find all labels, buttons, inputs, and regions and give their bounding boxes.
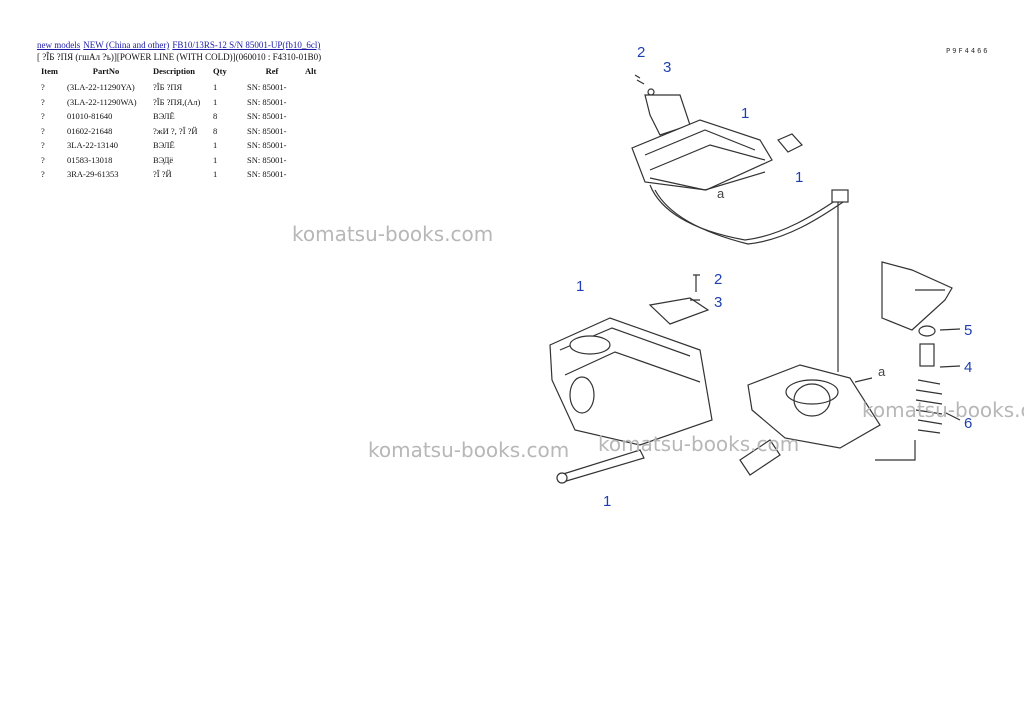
lower-right-housing: a bbox=[747, 364, 886, 449]
cell-ref: SN: 85001- bbox=[247, 154, 287, 165]
callout-2-lower: 2 bbox=[714, 271, 722, 288]
cell-item: ? bbox=[41, 140, 45, 151]
table-row: ? (3LA-22-11290WA) ?ÎБ ?ПЯ,(Ал) 1 SN: 85001- bbox=[37, 95, 320, 110]
cell-qty: 8 bbox=[213, 111, 218, 122]
cell-qty: 1 bbox=[213, 96, 218, 107]
cell-ref: SN: 85001- bbox=[247, 140, 287, 151]
upper-bracket-assembly: a bbox=[631, 74, 849, 372]
table-header-row: Item PartNo Description Qty Ref Alt bbox=[37, 66, 320, 80]
table-row: ? 01010-81640 ВЭЛЁ 8 SN: 85001- bbox=[37, 109, 320, 124]
breadcrumb-link-new-models[interactable]: new models bbox=[37, 40, 81, 50]
cell-item: ? bbox=[41, 125, 45, 136]
callout-3-upper: 3 bbox=[663, 59, 671, 76]
breadcrumb-link-model[interactable]: FB10/13RS-12 S/N 85001-UP(fb10_6cl) bbox=[172, 40, 321, 50]
col-header-item: Item bbox=[41, 66, 58, 76]
cell-item: ? bbox=[41, 154, 45, 165]
callout-6: 6 bbox=[964, 415, 972, 432]
watermark-1: komatsu-books.com bbox=[292, 222, 494, 246]
col-header-description: Description bbox=[153, 66, 196, 76]
cell-ref: SN: 85001- bbox=[247, 169, 287, 180]
watermark-3: komatsu-books.com bbox=[598, 432, 800, 456]
callout-2-upper: 2 bbox=[637, 44, 645, 61]
callout-1-upper-b: 1 bbox=[795, 169, 803, 186]
watermark-2: komatsu-books.com bbox=[368, 438, 570, 462]
cell-item: ? bbox=[41, 82, 45, 93]
cell-description: ВЭДё bbox=[153, 154, 174, 165]
cell-description: ?ÎБ ?ПЯ bbox=[153, 82, 183, 93]
lower-left-assembly bbox=[549, 274, 781, 484]
col-header-qty: Qty bbox=[213, 66, 227, 76]
callout-1-upper-a: 1 bbox=[741, 105, 749, 122]
cell-partno: 01602-21648 bbox=[67, 125, 113, 136]
cell-description: ?ÎБ ?ПЯ,(Ал) bbox=[153, 96, 201, 107]
table-row: ? (3LA-22-11290YA) ?ÎБ ?ПЯ 1 SN: 85001- bbox=[37, 80, 320, 95]
cell-partno: 01010-81640 bbox=[67, 111, 113, 122]
cell-ref: SN: 85001- bbox=[247, 111, 287, 122]
cell-partno: 01583-13018 bbox=[67, 154, 113, 165]
cell-partno: (3LA-22-11290YA) bbox=[67, 82, 135, 93]
cell-qty: 1 bbox=[213, 140, 218, 151]
table-row: ? 3LA-22-13140 ВЭЛЁ 1 SN: 85001- bbox=[37, 138, 320, 153]
cell-item: ? bbox=[41, 96, 45, 107]
callout-5: 5 bbox=[964, 322, 972, 339]
callout-3-lower: 3 bbox=[714, 294, 722, 311]
callout-a-upper: a bbox=[717, 186, 725, 201]
right-parts bbox=[875, 261, 961, 461]
table-row: ? 3RA-29-61353 ?Î ?Й 1 SN: 85001- bbox=[37, 167, 320, 182]
table-row: ? 01583-13018 ВЭДё 1 SN: 85001- bbox=[37, 153, 320, 168]
col-header-ref: Ref bbox=[265, 66, 279, 76]
cell-description: ВЭЛЁ bbox=[153, 111, 175, 122]
cell-partno: 3RA-29-61353 bbox=[67, 169, 119, 180]
callout-1-lower-a: 1 bbox=[576, 278, 584, 295]
breadcrumb-link-new-china[interactable]: NEW (China and other) bbox=[83, 40, 170, 50]
watermark-4: komatsu-books.com bbox=[862, 398, 1024, 422]
cell-ref: SN: 85001- bbox=[247, 82, 287, 93]
callout-4: 4 bbox=[964, 359, 972, 376]
cell-qty: 1 bbox=[213, 169, 218, 180]
cell-qty: 1 bbox=[213, 82, 218, 93]
page-title: [ ?ÎБ ?ПЯ (гшАл ?ъ)][POWER LINE (WITH CO… bbox=[37, 52, 322, 62]
cell-partno: 3LA-22-13140 bbox=[67, 140, 118, 151]
cell-qty: 8 bbox=[213, 125, 218, 136]
cell-description: ?Î ?Й bbox=[153, 169, 172, 180]
cell-qty: 1 bbox=[213, 154, 218, 165]
cell-description: ?жИ ?, ?Î ?Й bbox=[153, 125, 198, 136]
callout-a-lower: a bbox=[878, 364, 886, 379]
cell-item: ? bbox=[41, 169, 45, 180]
callout-1-lower-b: 1 bbox=[603, 493, 611, 510]
cell-description: ВЭЛЁ bbox=[153, 140, 175, 151]
col-header-partno: PartNo bbox=[92, 66, 120, 76]
cell-ref: SN: 85001- bbox=[247, 125, 287, 136]
table-row: ? 01602-21648 ?жИ ?, ?Î ?Й 8 SN: 85001- bbox=[37, 124, 320, 139]
drawing-code: P9F4466 bbox=[946, 47, 990, 55]
cell-item: ? bbox=[41, 111, 45, 122]
parts-table: Item PartNo Description Qty Ref Alt ? (3L… bbox=[37, 66, 320, 182]
cell-partno: (3LA-22-11290WA) bbox=[67, 96, 137, 107]
col-header-alt: Alt bbox=[305, 66, 317, 76]
cell-ref: SN: 85001- bbox=[247, 96, 287, 107]
